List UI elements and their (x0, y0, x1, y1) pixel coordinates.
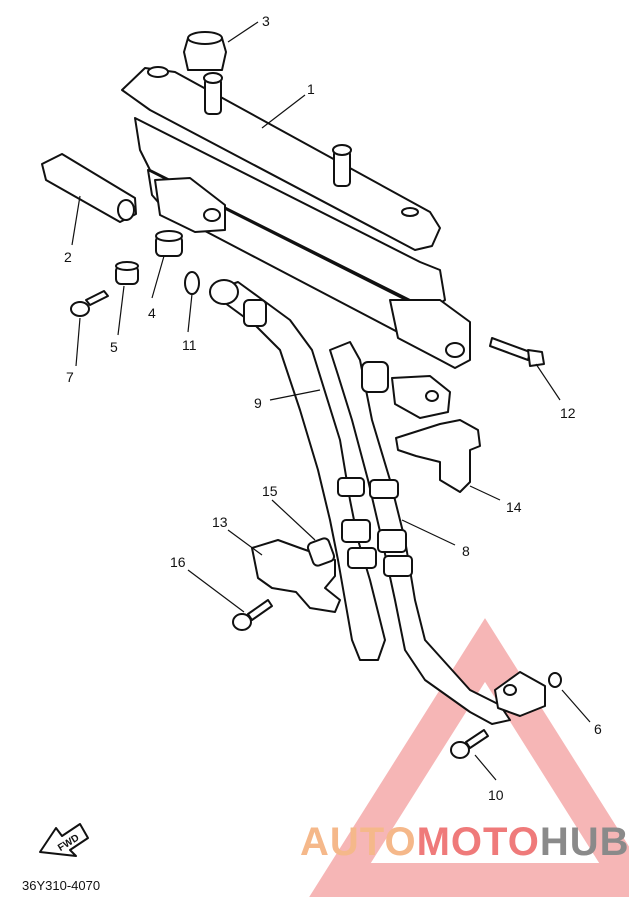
o-ring-11 (184, 271, 200, 295)
callout-10: 10 (488, 787, 504, 803)
callout-labels: 1 3 2 4 5 7 11 9 12 14 8 15 13 16 6 10 (64, 13, 602, 803)
oil-hose-8 (329, 341, 546, 725)
callout-3: 3 (262, 13, 270, 29)
callout-11: 11 (182, 337, 197, 353)
drawing-code: 36Y310-4070 (22, 878, 100, 893)
watermark-logo: AUTOMOTOHUB (300, 820, 629, 864)
callout-4: 4 (148, 305, 156, 321)
callout-12: 12 (560, 405, 576, 421)
callout-6: 6 (594, 721, 602, 737)
svg-text:AUTOMOTOHUB: AUTOMOTOHUB (300, 820, 629, 864)
callout-14: 14 (506, 499, 522, 515)
leader-lines (71, 21, 591, 781)
callout-16: 16 (170, 554, 186, 570)
oil-hose-9 (209, 279, 386, 661)
oil-cooler (121, 66, 471, 369)
washer-6 (548, 672, 562, 688)
callout-8: 8 (462, 543, 470, 559)
callout-5: 5 (110, 339, 118, 355)
callout-7: 7 (66, 369, 74, 385)
collar (155, 230, 183, 257)
watermark-hub: HUB (540, 820, 629, 864)
watermark-auto: AUTO (300, 820, 417, 864)
damper (115, 261, 139, 285)
callout-1: 1 (307, 81, 315, 97)
callout-9: 9 (254, 395, 262, 411)
collar-15 (306, 537, 336, 567)
cover-piece (41, 153, 137, 223)
bolt-16 (232, 599, 273, 631)
callout-13: 13 (212, 514, 228, 530)
bolt-12 (489, 337, 545, 367)
watermark-moto: MOTO (417, 820, 540, 864)
grommet (183, 31, 227, 71)
bolt-7 (70, 290, 109, 317)
clamp-14 (395, 419, 481, 493)
callout-15: 15 (262, 483, 278, 499)
callout-2: 2 (64, 249, 72, 265)
watermark-triangle (309, 618, 629, 897)
bolt-10 (450, 729, 489, 759)
fwd-arrow: FWD (39, 823, 89, 857)
